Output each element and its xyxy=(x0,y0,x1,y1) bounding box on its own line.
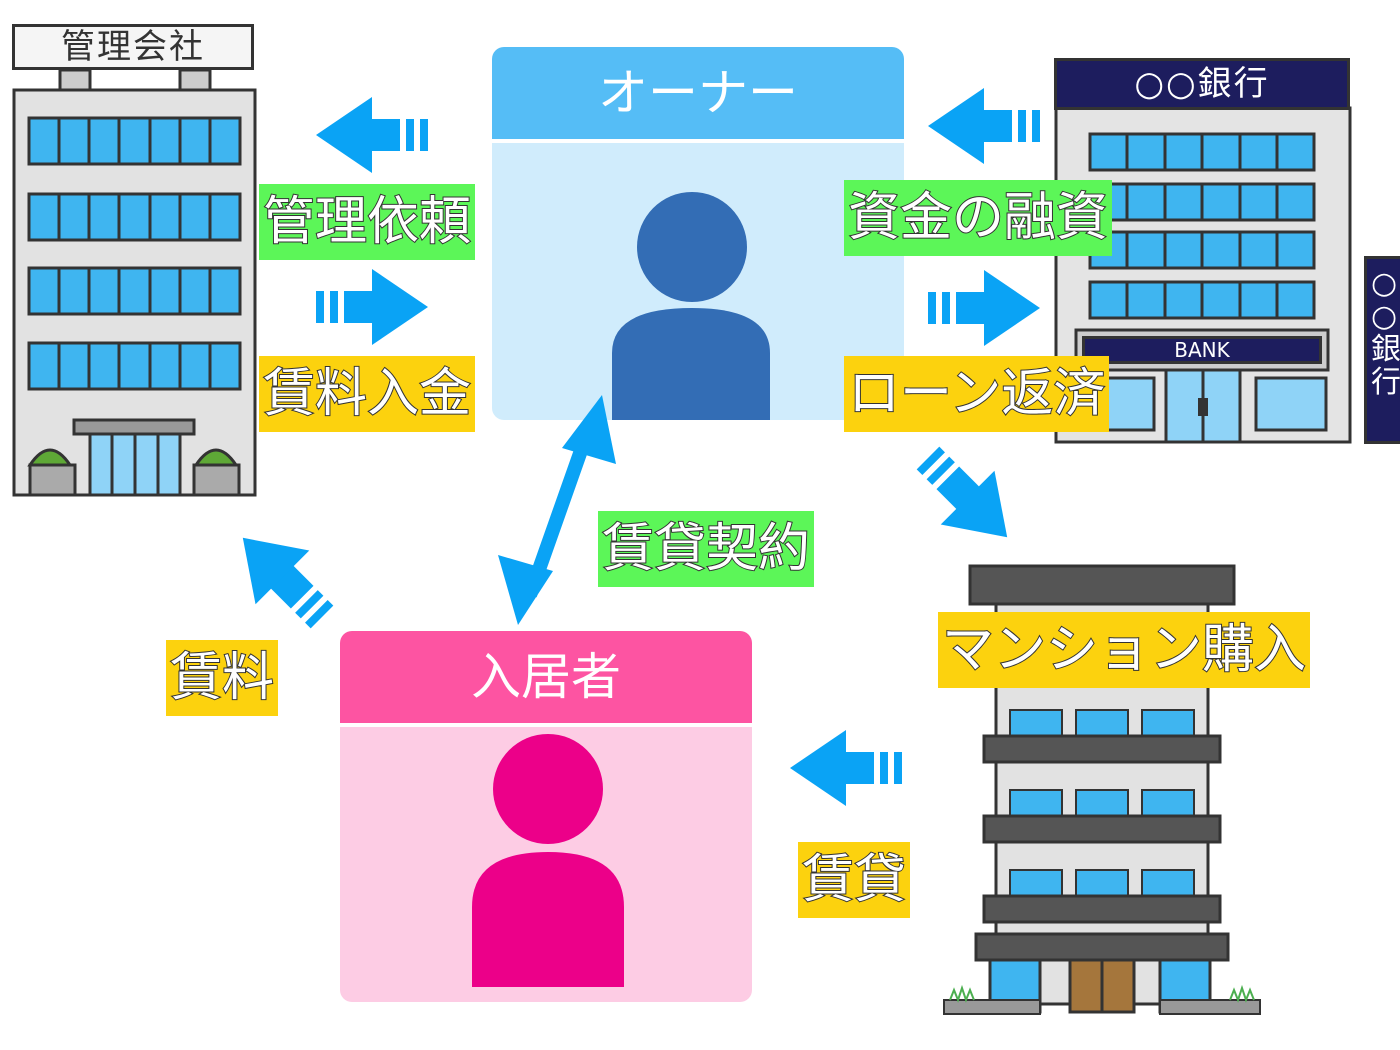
label-management-request: 管理依頼 xyxy=(259,184,476,260)
arrow-rent-to-management xyxy=(215,510,349,644)
arrow-to-owner-from-management xyxy=(316,269,428,345)
label-loan-repayment: ローン返済 xyxy=(844,356,1110,432)
owner-card: オーナー xyxy=(492,47,904,420)
label-lease: 賃貸 xyxy=(798,842,911,918)
management-company-sign: 管理会社 xyxy=(12,24,254,70)
arrow-to-condominium xyxy=(901,431,1035,565)
arrow-to-tenant-from-condominium xyxy=(790,730,902,806)
arrow-to-bank xyxy=(928,270,1040,346)
owner-title: オーナー xyxy=(492,47,904,139)
management-company-building xyxy=(12,68,257,497)
arrow-lease-contract-bidirectional xyxy=(498,395,616,625)
label-lease-contract: 賃貸契約 xyxy=(598,511,815,587)
tenant-title: 入居者 xyxy=(340,631,752,723)
tenant-card: 入居者 xyxy=(340,631,752,1002)
label-condo-purchase: マンション購入 xyxy=(938,612,1311,688)
owner-person-icon xyxy=(612,192,770,420)
bank-sign: ○○銀行 xyxy=(1054,58,1350,110)
label-financing: 資金の融資 xyxy=(844,180,1113,256)
bank-side-sign: ○○銀行 xyxy=(1364,256,1400,444)
arrow-to-owner-from-bank xyxy=(928,88,1040,164)
label-rent: 賃料 xyxy=(166,640,279,716)
tenant-person-icon xyxy=(472,734,624,987)
label-rent-deposit: 賃料入金 xyxy=(259,356,476,432)
arrow-to-management xyxy=(316,97,428,173)
bank-plate: BANK xyxy=(1082,336,1322,364)
